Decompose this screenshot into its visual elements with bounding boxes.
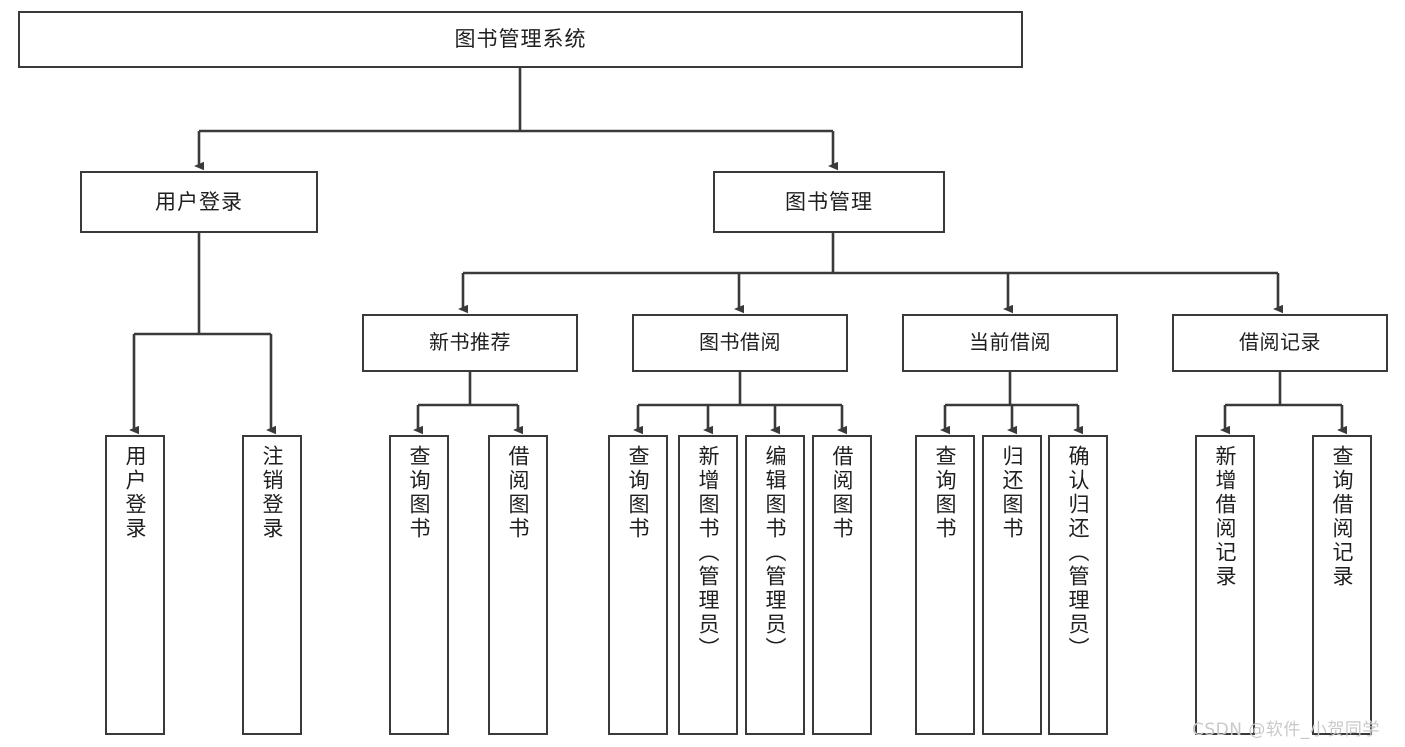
node-leaf-user-logout-label: 注销登录 xyxy=(260,445,285,541)
node-leaf-return-book-label: 归还图书 xyxy=(1000,445,1025,541)
node-new-book-recommend-label: 新书推荐 xyxy=(429,330,511,355)
node-leaf-user-logout[interactable]: 注销登录 xyxy=(242,435,302,735)
watermark: CSDN @软件_小贺同学 xyxy=(1192,720,1380,740)
node-leaf-return-book[interactable]: 归还图书 xyxy=(982,435,1042,735)
node-book-borrow[interactable]: 图书借阅 xyxy=(632,314,848,372)
node-leaf-edit-book-label: 编辑图书（管理员） xyxy=(763,445,788,661)
node-leaf-add-record[interactable]: 新增借阅记录 xyxy=(1195,435,1255,735)
node-leaf-query-book-3-label: 查询图书 xyxy=(933,445,958,541)
node-borrow-record-label: 借阅记录 xyxy=(1239,330,1321,355)
node-book-management[interactable]: 图书管理 xyxy=(713,171,945,233)
node-leaf-query-book-2-label: 查询图书 xyxy=(626,445,651,541)
node-leaf-add-book-label: 新增图书（管理员） xyxy=(696,445,721,661)
node-user-login[interactable]: 用户登录 xyxy=(80,171,318,233)
node-leaf-add-book[interactable]: 新增图书（管理员） xyxy=(678,435,738,735)
node-current-borrow[interactable]: 当前借阅 xyxy=(902,314,1118,372)
node-leaf-query-record-label: 查询借阅记录 xyxy=(1330,445,1355,589)
node-leaf-user-login-label: 用户登录 xyxy=(123,445,148,541)
node-leaf-query-book-3[interactable]: 查询图书 xyxy=(915,435,975,735)
node-new-book-recommend[interactable]: 新书推荐 xyxy=(362,314,578,372)
node-leaf-borrow-book-1[interactable]: 借阅图书 xyxy=(488,435,548,735)
node-leaf-edit-book[interactable]: 编辑图书（管理员） xyxy=(745,435,805,735)
node-root[interactable]: 图书管理系统 xyxy=(18,11,1023,68)
node-book-management-label: 图书管理 xyxy=(785,189,873,214)
node-leaf-user-login[interactable]: 用户登录 xyxy=(105,435,165,735)
node-leaf-add-record-label: 新增借阅记录 xyxy=(1213,445,1238,589)
node-root-label: 图书管理系统 xyxy=(454,27,587,52)
node-user-login-label: 用户登录 xyxy=(155,189,243,214)
node-leaf-query-book-2[interactable]: 查询图书 xyxy=(608,435,668,735)
node-leaf-borrow-book-2-label: 借阅图书 xyxy=(830,445,855,541)
node-leaf-borrow-book-2[interactable]: 借阅图书 xyxy=(812,435,872,735)
node-leaf-confirm-return[interactable]: 确认归还（管理员） xyxy=(1048,435,1108,735)
node-current-borrow-label: 当前借阅 xyxy=(969,330,1051,355)
node-leaf-query-record[interactable]: 查询借阅记录 xyxy=(1312,435,1372,735)
node-borrow-record[interactable]: 借阅记录 xyxy=(1172,314,1388,372)
node-leaf-confirm-return-label: 确认归还（管理员） xyxy=(1066,445,1091,661)
node-leaf-borrow-book-1-label: 借阅图书 xyxy=(506,445,531,541)
node-book-borrow-label: 图书借阅 xyxy=(699,330,781,355)
node-leaf-query-book-1-label: 查询图书 xyxy=(407,445,432,541)
node-leaf-query-book-1[interactable]: 查询图书 xyxy=(389,435,449,735)
